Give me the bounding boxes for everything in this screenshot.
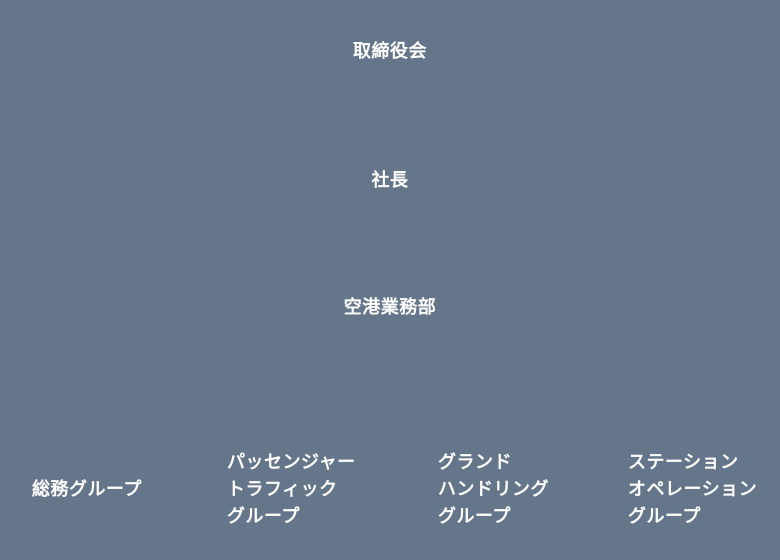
group-label-line: パッセンジャー (227, 452, 356, 472)
group-label-line: グループ (438, 506, 511, 526)
group-label-line: ハンドリング (438, 479, 549, 499)
group-label-line: グランド (438, 452, 512, 472)
org-node-airport-operations-department: 空港業務部 (343, 297, 437, 317)
org-node-passenger-traffic-group: パッセンジャー トラフィック グループ (227, 449, 356, 530)
group-label-line: 総務グループ (32, 479, 142, 499)
org-node-ground-handling-group: グランド ハンドリング グループ (438, 449, 549, 530)
org-node-station-operation-group: ステーション オペレーション グループ (628, 449, 757, 530)
group-label-line: グループ (628, 506, 701, 526)
group-label-line: グループ (227, 506, 300, 526)
group-label-line: トラフィック (227, 479, 338, 499)
org-node-general-affairs-group: 総務グループ (32, 476, 142, 503)
group-label-line: オペレーション (628, 479, 758, 499)
org-node-board-of-directors: 取締役会 (353, 41, 427, 61)
group-label-line: ステーション (628, 452, 739, 472)
org-node-president: 社長 (371, 170, 409, 190)
